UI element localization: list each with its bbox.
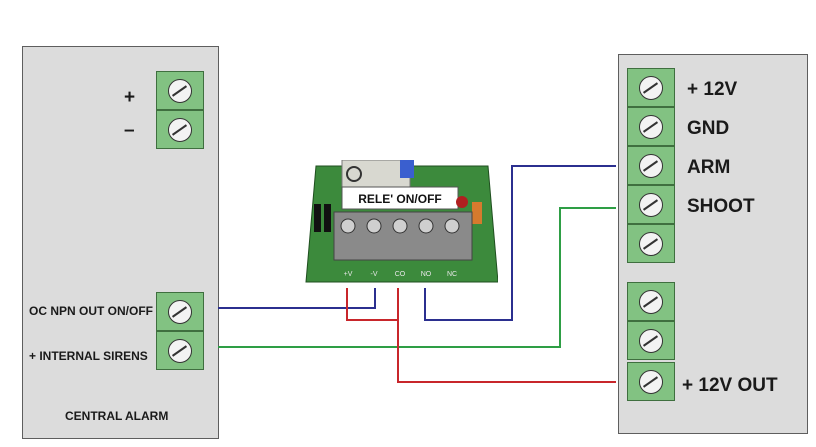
wire-relay-co-to-12v-out — [397, 288, 616, 383]
device-12v-terminal — [627, 68, 675, 107]
screw-icon — [639, 115, 663, 139]
power-plus-label: + — [124, 87, 136, 108]
diode-1 — [314, 204, 321, 232]
relay-coil-icon — [346, 166, 362, 182]
device-shoot-terminal — [627, 185, 675, 224]
pin-label-co: CO — [395, 271, 406, 278]
oc-out-label: OC NPN OUT ON/OFF — [29, 304, 153, 318]
device-out-terminal-1 — [627, 282, 675, 321]
capacitor-orange — [472, 202, 482, 224]
central-alarm-title: CENTRAL ALARM — [65, 409, 169, 423]
device-12v-out-terminal — [627, 362, 675, 401]
screw-icon — [168, 118, 192, 142]
device-12v-out-label: + 12V OUT — [682, 375, 778, 396]
device-12v-label: + 12V — [687, 79, 738, 100]
screw-icon — [168, 300, 192, 324]
device-out-terminal-2 — [627, 321, 675, 360]
wire-sirens-to-shoot — [218, 207, 616, 348]
relay-label: RELE' ON/OFF — [358, 192, 442, 206]
internal-sirens-label: + INTERNAL SIRENS — [29, 349, 148, 363]
pin-screw-icon — [444, 218, 460, 234]
device-arm-terminal — [627, 146, 675, 185]
pin-label-no: NO — [421, 271, 432, 278]
alarm-minus-terminal — [156, 110, 204, 149]
alarm-sirens-terminal — [156, 331, 204, 370]
device-spare-terminal — [627, 224, 675, 263]
screw-icon — [639, 76, 663, 100]
screw-icon — [639, 290, 663, 314]
device-gnd-label: GND — [687, 118, 730, 139]
wire-relay-no-to-arm — [424, 165, 616, 321]
led-red — [456, 196, 468, 208]
wire-relay-pos-to-co — [346, 288, 398, 321]
pin-label-neg: -V — [371, 271, 378, 278]
alarm-oc-out-terminal — [156, 292, 204, 331]
screw-icon — [168, 79, 192, 103]
power-minus-label: – — [124, 120, 135, 141]
blue-trimmer — [400, 160, 414, 178]
pin-screw-icon — [418, 218, 434, 234]
screw-icon — [639, 370, 663, 394]
screw-icon — [168, 339, 192, 363]
diode-2 — [324, 204, 331, 232]
device-gnd-terminal — [627, 107, 675, 146]
alarm-plus-terminal — [156, 71, 204, 110]
pin-screw-icon — [366, 218, 382, 234]
pin-label-pos: +V — [344, 271, 353, 278]
wire-oc-out-to-relay-neg — [218, 288, 376, 309]
relay-module: RELE' ON/OFF +V -V CO NO NC — [305, 160, 498, 283]
device-arm-label: ARM — [687, 157, 731, 178]
device-shoot-label: SHOOT — [687, 196, 755, 217]
screw-icon — [639, 154, 663, 178]
screw-icon — [639, 193, 663, 217]
pin-label-nc: NC — [447, 271, 457, 278]
pin-screw-icon — [392, 218, 408, 234]
pin-screw-icon — [340, 218, 356, 234]
screw-icon — [639, 329, 663, 353]
screw-icon — [639, 232, 663, 256]
